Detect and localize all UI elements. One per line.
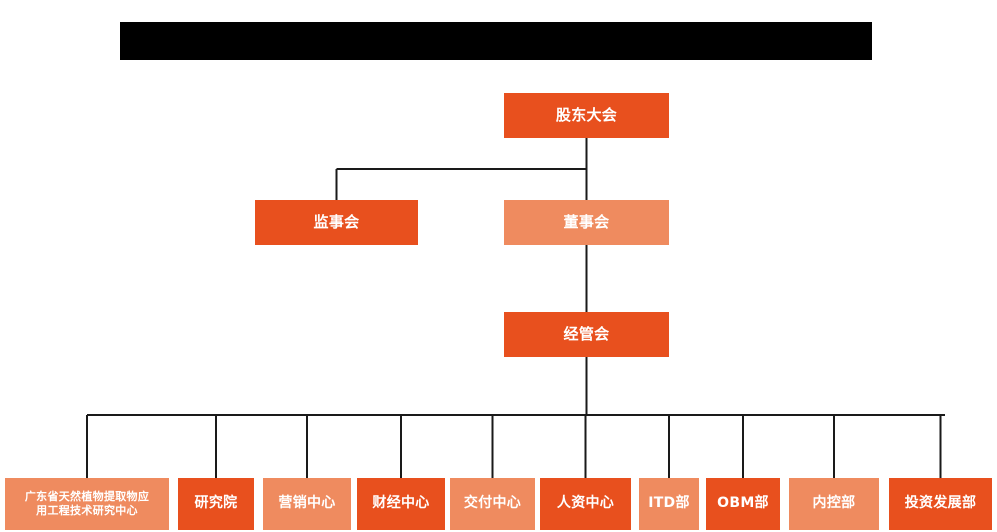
org-node-label: 营销中心 <box>278 495 336 512</box>
org-node-label: 经管会 <box>563 325 610 344</box>
org-node-research-institute[interactable]: 研究院 <box>178 478 254 530</box>
org-node-internal-control[interactable]: 内控部 <box>789 478 879 530</box>
org-node-supervisors[interactable]: 监事会 <box>255 200 418 245</box>
org-node-label: 研究院 <box>194 495 238 512</box>
org-node-itd-department[interactable]: ITD部 <box>639 478 699 530</box>
org-node-directors[interactable]: 董事会 <box>504 200 669 245</box>
org-node-label: 股东大会 <box>555 106 618 125</box>
org-node-label: 交付中心 <box>463 495 522 512</box>
org-node-finance-center[interactable]: 财经中心 <box>357 478 445 530</box>
org-node-shareholders[interactable]: 股东大会 <box>504 93 669 138</box>
org-node-obm-department[interactable]: OBM部 <box>706 478 780 530</box>
org-node-label: 投资发展部 <box>904 495 977 512</box>
org-node-label: OBM部 <box>717 495 769 512</box>
org-node-label: 人资中心 <box>556 495 615 512</box>
org-node-gd-research-center[interactable]: 广东省天然植物提取物应用工程技术研究中心 <box>5 478 169 530</box>
org-node-label: 内控部 <box>812 495 856 512</box>
org-node-hr-center[interactable]: 人资中心 <box>540 478 631 530</box>
org-node-investment-dev[interactable]: 投资发展部 <box>889 478 992 530</box>
org-node-label: 董事会 <box>563 213 610 232</box>
org-node-management[interactable]: 经管会 <box>504 312 669 357</box>
org-node-label: 广东省天然植物提取物应用工程技术研究中心 <box>24 490 150 517</box>
org-node-delivery-center[interactable]: 交付中心 <box>450 478 535 530</box>
org-node-label: 财经中心 <box>372 495 430 512</box>
redacted-title-bar <box>120 22 872 60</box>
org-node-marketing-center[interactable]: 营销中心 <box>263 478 351 530</box>
org-node-label: ITD部 <box>648 495 690 512</box>
org-node-label: 监事会 <box>313 213 360 232</box>
